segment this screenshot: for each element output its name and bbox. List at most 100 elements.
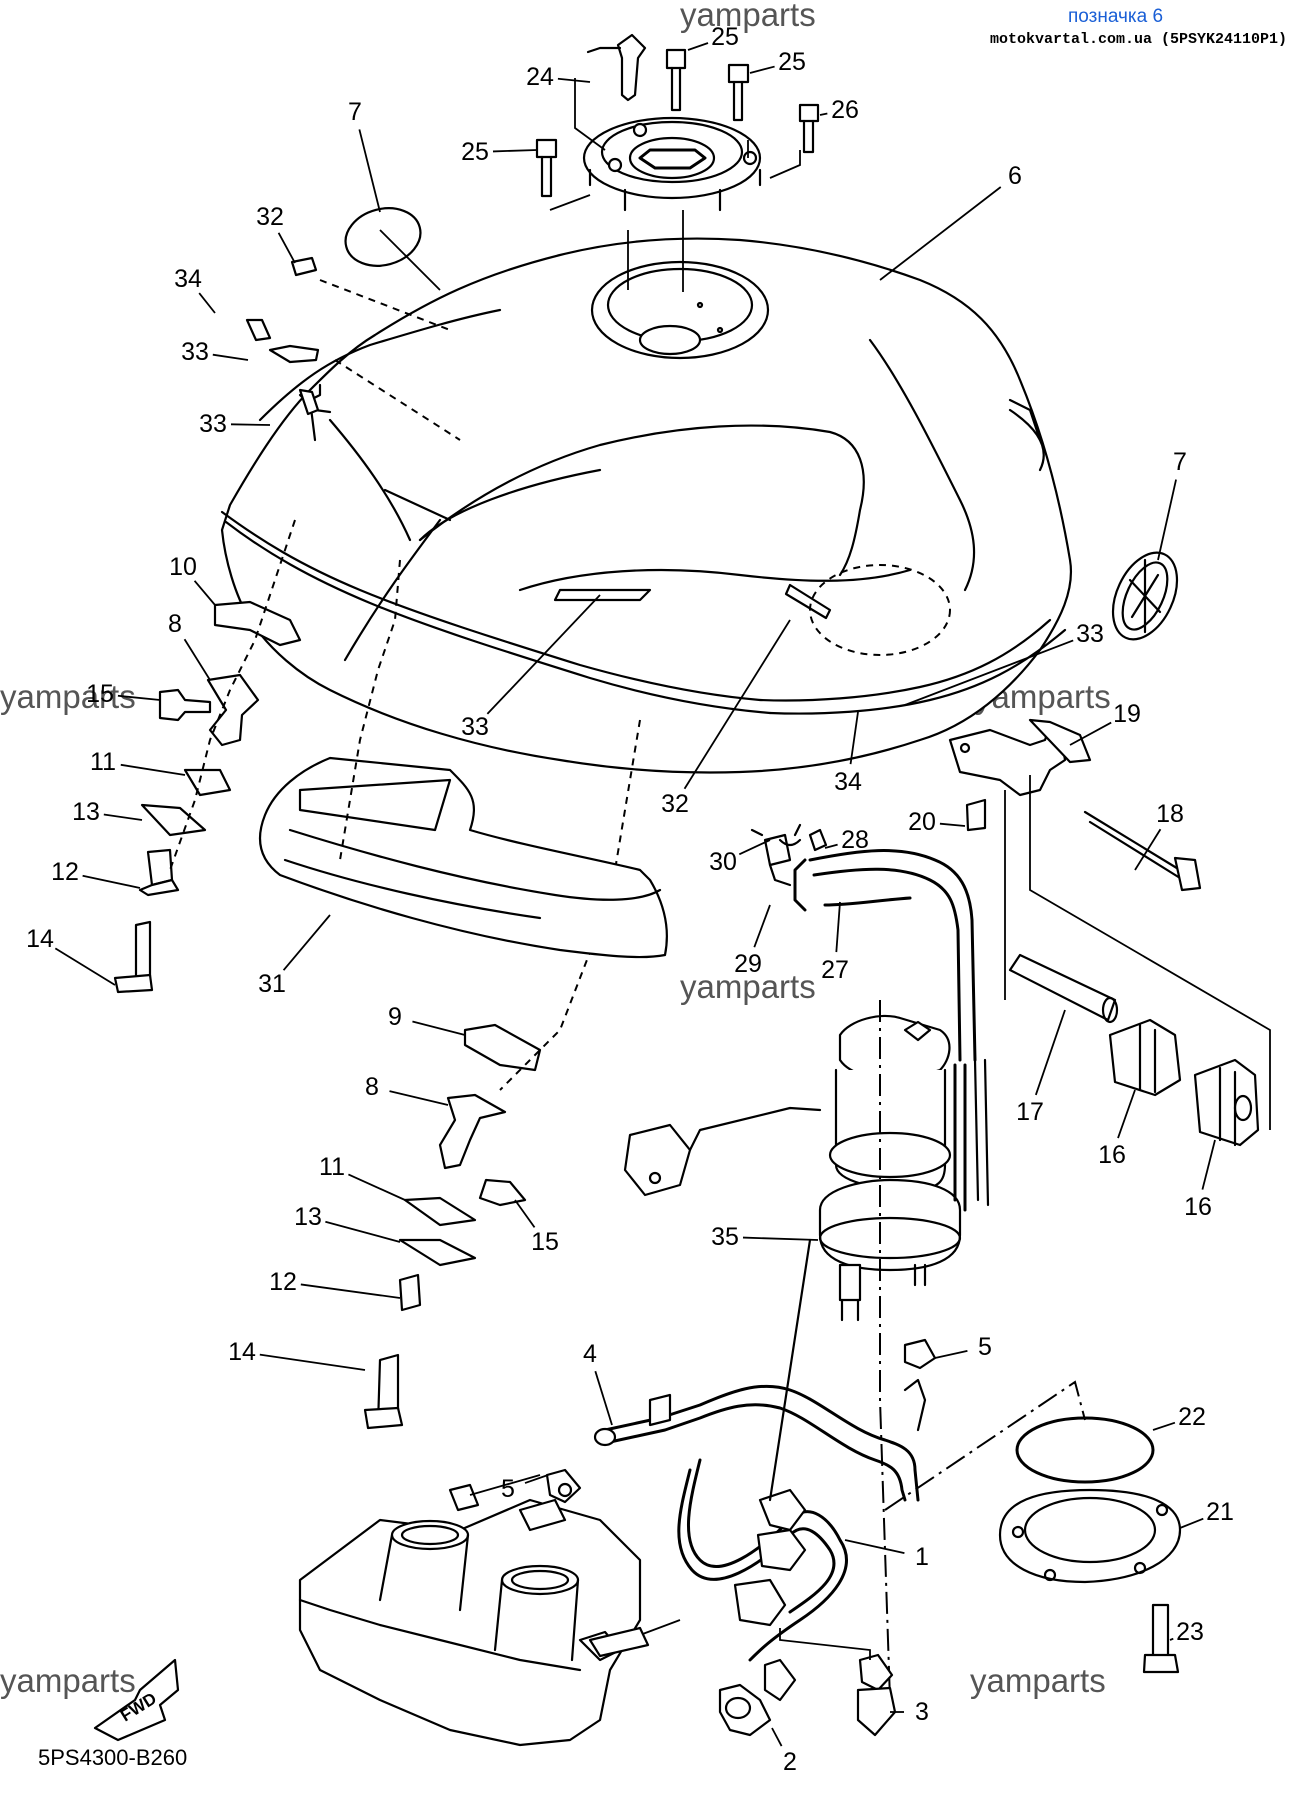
throttle-body [298, 1474, 681, 1747]
callout-label: 29 [734, 950, 762, 978]
callout-label: 24 [526, 63, 554, 91]
callout-label: 4 [583, 1340, 597, 1368]
callout-label: 5 [978, 1333, 992, 1361]
callout-33: 33 [199, 410, 271, 438]
callout-label: 8 [168, 610, 182, 638]
callout-25: 25 [749, 48, 806, 76]
watermark-middle: yamparts [680, 968, 816, 1005]
callout-leader-line [348, 1173, 406, 1201]
callout-leader-line [1201, 1139, 1216, 1190]
callout-5: 5 [934, 1333, 992, 1361]
callout-label: 25 [778, 48, 806, 76]
gasket-and-plate [884, 1380, 1182, 1674]
watermark-top: yamparts [680, 0, 816, 33]
callout-leader-line [103, 813, 143, 821]
header-site: motokvartal.com.ua (5PSYK24110P1) [990, 31, 1287, 48]
fuel-pump [623, 1000, 990, 1701]
callout-leader-line [594, 1370, 613, 1426]
left-bracket-stack-upper [113, 519, 302, 994]
callout-leader-line [325, 1220, 401, 1243]
callout-leader-line [358, 129, 381, 213]
callout-leader-line [82, 874, 141, 889]
callout-25: 25 [687, 23, 739, 51]
callout-29: 29 [734, 904, 771, 978]
callout-32: 32 [256, 203, 296, 264]
callout-layer: 1234556778891011111212131314141515161617… [26, 23, 1234, 1776]
callout-30: 30 [709, 839, 771, 876]
callout-leader-line [771, 1727, 783, 1747]
callout-leader-line [683, 619, 791, 790]
callout-34: 34 [174, 265, 216, 314]
callout-leader-line [934, 1349, 968, 1359]
callout-1: 1 [844, 1539, 929, 1571]
callout-9: 9 [388, 1003, 466, 1036]
callout-leader-line [412, 1020, 466, 1036]
callout-label: 16 [1098, 1141, 1126, 1169]
callout-12: 12 [269, 1268, 401, 1299]
callout-18: 18 [1134, 800, 1184, 871]
callout-22: 22 [1152, 1403, 1206, 1431]
callout-label: 12 [51, 858, 79, 886]
callout-leader-line [904, 639, 1074, 706]
callout-leader-line [514, 1199, 536, 1228]
callout-8: 8 [168, 610, 211, 681]
callout-label: 18 [1156, 800, 1184, 828]
callout-leader-line [54, 947, 116, 986]
callout-11: 11 [90, 748, 186, 776]
callout-label: 31 [258, 970, 286, 998]
callout-leader-line [939, 822, 966, 827]
callout-label: 33 [1076, 620, 1104, 648]
callout-3: 3 [890, 1698, 929, 1726]
watermark-bottom-right: yamparts [970, 1662, 1106, 1699]
callout-13: 13 [72, 798, 143, 826]
callout-leader-line [117, 694, 161, 701]
diagram-code: 5PS4300-B260 [38, 1745, 187, 1770]
watermark-left: yamparts [0, 678, 136, 715]
callout-label: 25 [711, 23, 739, 51]
callout-7: 7 [1157, 448, 1187, 561]
callout-10: 10 [169, 553, 216, 606]
callout-31: 31 [258, 914, 331, 998]
callout-leader-line [183, 638, 211, 681]
callout-label: 35 [711, 1223, 739, 1251]
callout-33: 33 [181, 338, 249, 366]
callout-label: 23 [1176, 1618, 1204, 1646]
callout-leader-line [1069, 721, 1112, 746]
callout-label: 8 [365, 1073, 379, 1101]
callout-label: 10 [169, 553, 197, 581]
callout-label: 34 [174, 265, 202, 293]
callout-leader-line [277, 232, 296, 264]
callout-label: 15 [531, 1228, 559, 1256]
callout-leader-line [492, 149, 538, 153]
callout-label: 21 [1206, 1498, 1234, 1526]
callout-label: 14 [26, 925, 54, 953]
filler-cap-assembly [535, 33, 820, 292]
callout-label: 26 [831, 96, 859, 124]
callout-33: 33 [461, 594, 601, 741]
callout-14: 14 [228, 1338, 366, 1371]
callout-label: 33 [199, 410, 227, 438]
callout-leader-line [1157, 479, 1177, 561]
callout-5: 5 [501, 1474, 549, 1503]
callout-label: 17 [1016, 1098, 1044, 1126]
callout-12: 12 [51, 858, 141, 889]
callout-label: 32 [661, 790, 689, 818]
callout-15: 15 [514, 1199, 559, 1256]
callout-leader-line [749, 65, 775, 74]
callout-label: 5 [501, 1475, 515, 1503]
callout-32: 32 [661, 619, 791, 818]
callout-label: 2 [783, 1748, 797, 1776]
callout-34: 34 [834, 711, 862, 796]
callout-23: 23 [1169, 1618, 1204, 1646]
callout-label: 13 [294, 1203, 322, 1231]
callout-leader-line [849, 711, 859, 765]
callout-label: 22 [1178, 1403, 1206, 1431]
callout-leader-line [300, 1283, 401, 1299]
side-cover [258, 559, 668, 959]
callout-leader-line [389, 1090, 449, 1106]
upper-left-small-parts [245, 229, 461, 441]
callout-leader-line [557, 77, 591, 83]
callout-label: 27 [821, 956, 849, 984]
callout-16: 16 [1184, 1139, 1216, 1221]
